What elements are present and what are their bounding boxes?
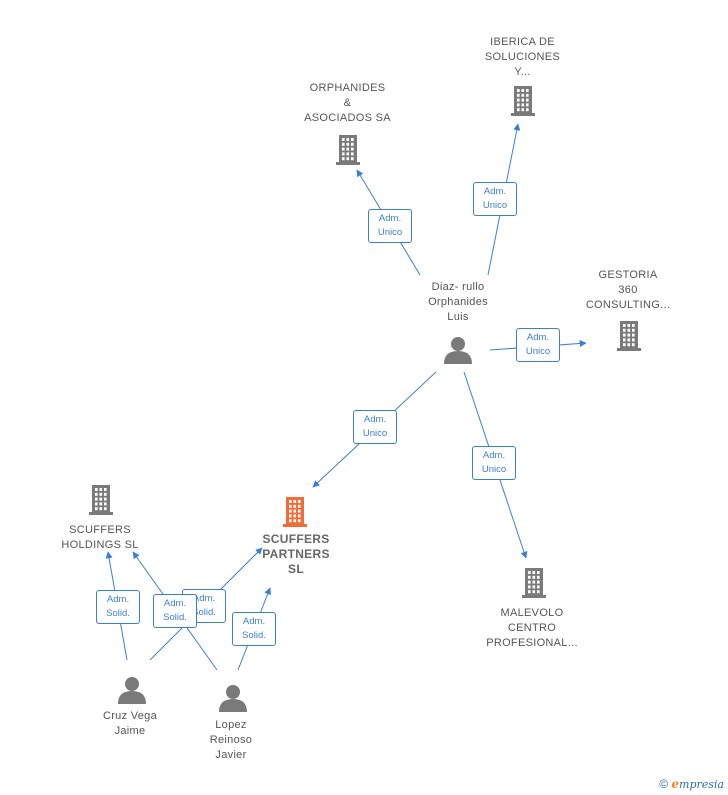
edge-label-diaz-orphanides[interactable]: Adm.Unico (368, 209, 412, 243)
node-label-orphanides[interactable]: ORPHANIDES & ASOCIADOS SA (304, 82, 391, 124)
node-label-scuffers-partners[interactable]: SCUFFERS PARTNERS SL (262, 532, 330, 576)
building-icon[interactable] (336, 135, 360, 165)
person-icon[interactable] (118, 677, 146, 704)
edge-label-diaz-gestoria[interactable]: Adm.Unico (516, 328, 560, 362)
edge-label-diaz-scuffers-partners[interactable]: Adm.Unico (353, 410, 397, 444)
node-label-scuffers-holdings[interactable]: SCUFFERS HOLDINGS SL (61, 524, 139, 551)
building-icon[interactable] (283, 497, 307, 527)
node-label-lopez[interactable]: Lopez Reinoso Javier (209, 719, 253, 761)
person-icon[interactable] (444, 337, 472, 364)
node-label-cruz[interactable]: Cruz Vega Jaime (102, 710, 158, 737)
node-label-diaz[interactable]: Diaz- rullo Orphanides Luis (428, 281, 488, 323)
person-icon[interactable] (219, 685, 247, 712)
copyright-icon: © (659, 777, 669, 791)
edge-label-cruz-scuffers-holdings[interactable]: Adm.Solid. (96, 590, 140, 624)
node-label-malevolo[interactable]: MALEVOLO CENTRO PROFESIONAL... (486, 607, 578, 649)
brand-initial: e (671, 777, 680, 791)
edge-label-lopez-scuffers-partners[interactable]: Adm.Solid. (232, 612, 276, 646)
brand-name: mpresia (679, 778, 724, 791)
building-icon[interactable] (617, 321, 641, 351)
edge-label-diaz-malevolo[interactable]: Adm.Unico (472, 446, 516, 480)
edge-label-diaz-iberica[interactable]: Adm.Unico (473, 182, 517, 216)
brand-footer[interactable]: © empresia (659, 777, 724, 791)
building-icon[interactable] (89, 485, 113, 515)
building-icon[interactable] (511, 86, 535, 116)
node-label-iberica[interactable]: IBERICA DE SOLUCIONES Y... (484, 36, 561, 78)
building-icon[interactable] (522, 568, 546, 598)
edge-label-lopez-scuffers-holdings[interactable]: Adm.Solid. (153, 594, 197, 628)
node-label-gestoria[interactable]: GESTORIA 360 CONSULTING... (585, 269, 671, 311)
